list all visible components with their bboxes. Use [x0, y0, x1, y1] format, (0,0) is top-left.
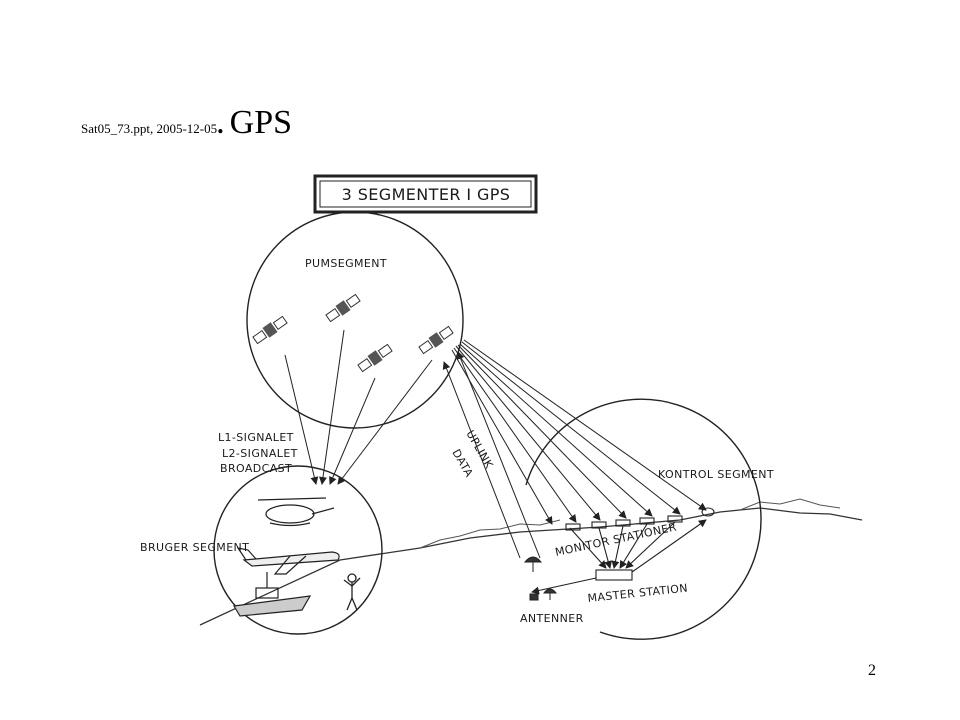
satellite-icon [418, 325, 454, 355]
broadcast-arrows [284, 329, 433, 485]
control-segment-label: KONTROL SEGMENT [658, 468, 774, 481]
user-segment-circle [213, 465, 383, 635]
person-icon [343, 573, 361, 611]
title-box: 3 SEGMENTER I GPS [313, 174, 538, 214]
slide-header: Sat05_73.ppt, 2005-12-05.GPS [81, 104, 292, 142]
control-segment-circle [525, 398, 762, 640]
satellite-icon [357, 343, 393, 373]
master-station-label: MASTER STATION [587, 582, 689, 605]
helicopter-icon [257, 497, 335, 527]
monitor-station-icons [565, 507, 715, 531]
space-segment-label: PUMSEGMENT [305, 257, 387, 270]
satellite-icon [252, 315, 288, 345]
ship-icon [233, 572, 312, 617]
uplink-arrows [442, 351, 541, 559]
data-label: DATA [449, 447, 475, 479]
antennas-label: ANTENNER [520, 612, 584, 625]
airplane-icon [236, 547, 340, 575]
antenna-icons [523, 556, 558, 601]
header-separator: . [217, 110, 224, 139]
user-segment-label: BRUGER SEGMENT [140, 541, 249, 554]
monitor-downlink-arrows [451, 339, 707, 525]
satellite-icon [325, 293, 361, 323]
title-box-text: 3 SEGMENTER I GPS [342, 185, 511, 204]
signal-l2-label: L2-SIGNALET [222, 447, 298, 460]
mountain-ridge [419, 498, 841, 549]
source-filename: Sat05_73.ppt, 2005-12-05 [81, 121, 218, 136]
master-station [531, 519, 707, 595]
signal-l1-label: L1-SIGNALET [218, 431, 294, 444]
slide-title: GPS [229, 104, 293, 141]
broadcast-label: BROADCAST [220, 462, 292, 475]
space-segment-circle [246, 211, 464, 429]
page-number: 2 [868, 662, 876, 679]
